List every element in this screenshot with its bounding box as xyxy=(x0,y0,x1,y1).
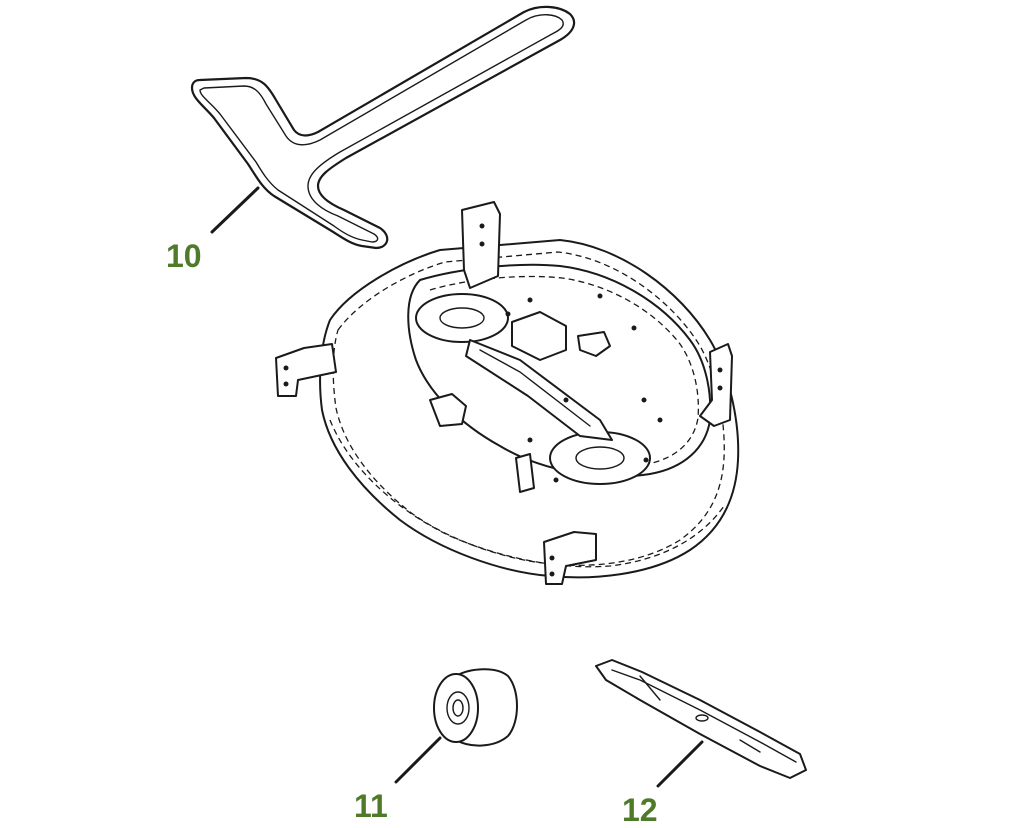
mower-blade-icon[interactable] xyxy=(595,659,807,779)
mower-deck-icon[interactable] xyxy=(275,201,740,585)
leader-line-12 xyxy=(656,740,704,788)
callout-label-10: 10 xyxy=(166,238,202,274)
drive-belt-icon[interactable] xyxy=(190,5,576,250)
leader-line-10 xyxy=(210,186,260,234)
gauge-wheel-icon[interactable] xyxy=(433,668,518,747)
callout-label-12: 12 xyxy=(622,792,658,828)
callout-label-11: 11 xyxy=(354,788,388,824)
leader-line-11 xyxy=(394,736,442,784)
